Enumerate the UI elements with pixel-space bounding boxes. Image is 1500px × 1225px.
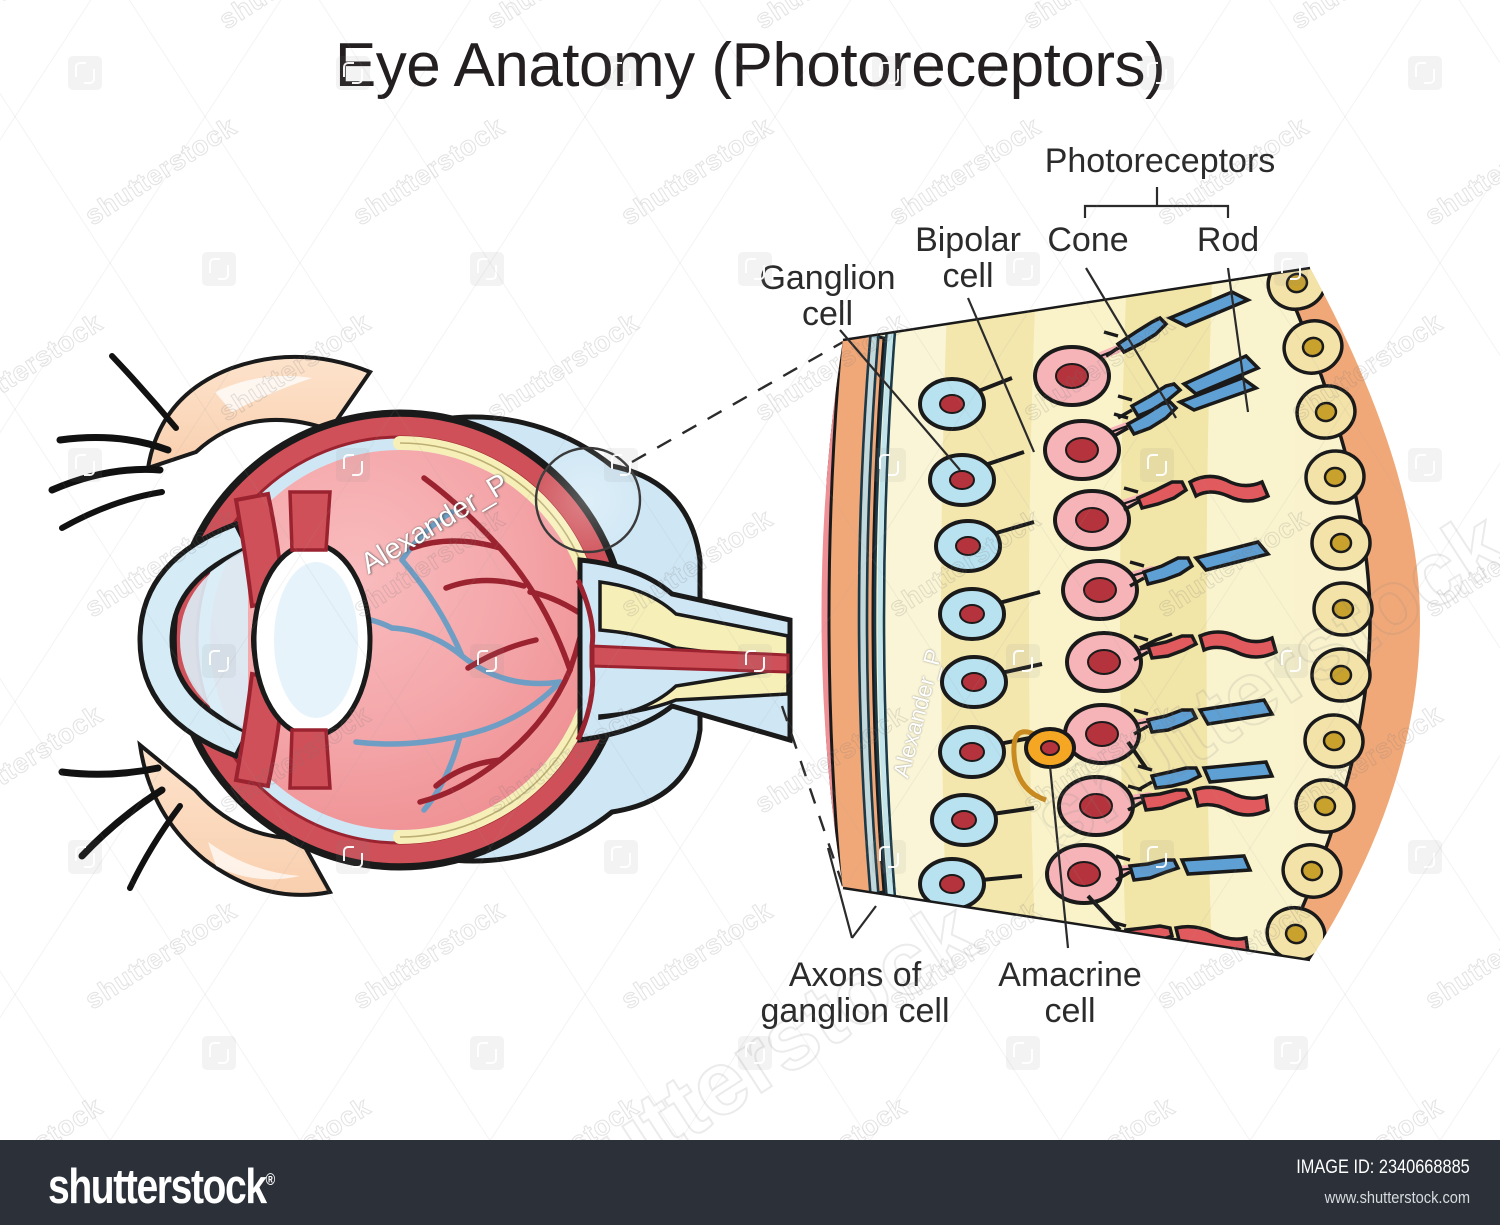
axon-bundle-fill [860, 315, 895, 913]
pigment-epithelium-cells [1265, 268, 1374, 960]
retina-inset [821, 266, 1420, 962]
layer-band-4 [1120, 268, 1215, 960]
upper-eyelid [145, 354, 374, 471]
ganglion-nucleus [955, 536, 981, 556]
registered-mark-icon: ® [265, 1169, 276, 1189]
rod [1115, 290, 1253, 355]
callout-line-bottom [780, 705, 845, 887]
inset-outline [842, 266, 1311, 962]
magnifier-circle [534, 446, 642, 554]
rod [1129, 353, 1262, 419]
bipolar-nucleus [1067, 861, 1101, 887]
ganglion-nucleus [961, 672, 987, 692]
eyelashes-upper [48, 353, 179, 531]
cornea [137, 520, 252, 760]
amacrine-process [1011, 729, 1047, 803]
retina-row [930, 775, 1270, 847]
ganglion-nucleus [949, 470, 975, 490]
image-id: IMAGE ID: 2340668885 [1296, 1157, 1470, 1178]
retina-row [940, 630, 1279, 709]
bipolar-nucleus [1083, 577, 1117, 603]
callout-line-top [631, 340, 844, 464]
lower-eyelid [137, 740, 334, 897]
optic-nerve-retina-lower [598, 665, 790, 720]
leader-rod [1226, 267, 1250, 413]
lower-eyelid-highlight [208, 842, 300, 880]
leader-photoreceptors-bracket [1083, 204, 1230, 218]
leader-axons [826, 847, 877, 939]
optic-disc [575, 578, 596, 742]
retina-row [938, 698, 1275, 803]
ganglion-nucleus [939, 874, 965, 894]
bipolar-nucleus [1079, 793, 1113, 819]
amacrine-nucleus [1040, 740, 1060, 756]
leader-bipolar [966, 297, 1036, 453]
eye-anatomy-illustration [48, 187, 1420, 962]
retina-row [928, 376, 1260, 507]
shutterstock-logo[interactable]: shutterstock® [48, 1158, 276, 1215]
upper-eyelid-highlight [215, 375, 312, 412]
leader-ganglion [839, 329, 961, 471]
cone [1139, 785, 1270, 817]
leader-cone [1085, 267, 1177, 419]
axons-of-ganglion-cell-bundle [857, 315, 898, 913]
ganglion-nucleus [951, 810, 977, 830]
bipolar-nucleus [1065, 437, 1099, 463]
leader-lines [826, 187, 1250, 949]
rod [1125, 376, 1260, 437]
bipolar-nucleus [1087, 649, 1121, 675]
leader-amacrine [1048, 765, 1070, 949]
ganglion-nucleus [939, 394, 965, 414]
bipolar-nucleus [1075, 507, 1109, 533]
choroid-inner-left [821, 324, 844, 906]
page-title: Eye Anatomy (Photoreceptors) [334, 31, 1166, 100]
rod [1141, 540, 1272, 587]
ganglion-nucleus [959, 742, 985, 762]
layer-band-5 [1206, 268, 1300, 960]
rod [1139, 632, 1173, 650]
layer-band-3 [1029, 268, 1130, 960]
optic-nerve [575, 557, 793, 744]
cone [1145, 630, 1279, 660]
ganglion-nucleus [959, 604, 985, 624]
eyelashes-lower [58, 764, 183, 891]
rod [1149, 760, 1275, 790]
rod [1145, 698, 1275, 734]
retina-row [918, 290, 1253, 431]
ciliary-body-lower [288, 728, 332, 790]
shutterstock-logo-text: shutterstock [48, 1158, 267, 1214]
retina-row [934, 474, 1271, 573]
anterior-chamber [180, 548, 248, 732]
callout-lines [631, 340, 845, 887]
bipolar-nucleus [1085, 721, 1119, 747]
ciliary-body-upper [288, 490, 332, 552]
retina-row [938, 540, 1272, 641]
optic-nerve-retina-upper [598, 580, 790, 664]
lens-highlight [274, 562, 358, 718]
bipolar-nucleus [1055, 363, 1089, 389]
footer-bar: shutterstock® IMAGE ID: 2340668885 www.s… [0, 1140, 1500, 1225]
shutterstock-url[interactable]: www.shutterstock.com [1324, 1188, 1470, 1207]
cone [1135, 474, 1271, 511]
eyeball-cross-section [48, 353, 793, 897]
